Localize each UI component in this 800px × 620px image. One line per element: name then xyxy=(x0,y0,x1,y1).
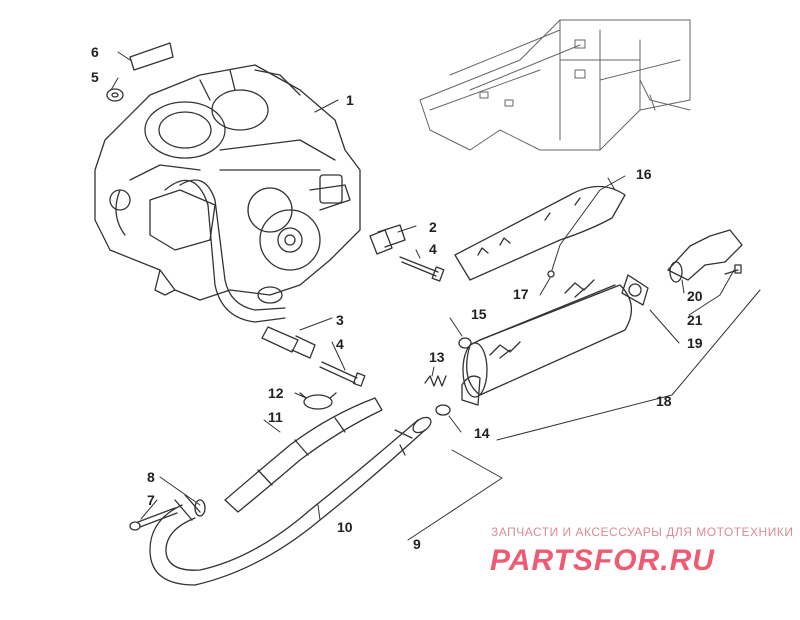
callout-1: 1 xyxy=(346,92,354,108)
part-10-pipe xyxy=(149,416,432,586)
part-7-bolt xyxy=(129,507,178,531)
callout-10: 10 xyxy=(337,519,353,535)
part-5-nut xyxy=(106,88,124,102)
callout-12: 12 xyxy=(268,385,284,401)
leader-lines xyxy=(110,51,761,541)
part-14-gasket xyxy=(435,404,451,416)
callout-19: 19 xyxy=(687,335,703,351)
part-18-muffler xyxy=(461,279,632,406)
callout-16: 16 xyxy=(636,166,652,182)
callout-8: 8 xyxy=(147,469,155,485)
part-8-gasket xyxy=(194,499,206,517)
callout-18: 18 xyxy=(656,393,672,409)
callout-14: 14 xyxy=(474,425,490,441)
callout-13: 13 xyxy=(429,349,445,365)
frame-section xyxy=(419,19,691,151)
watermark: ЗАПЧАСТИ И АКСЕССУАРЫ ДЛЯ МОТОТЕХНИКИ PA… xyxy=(490,525,793,577)
callout-20: 20 xyxy=(687,288,703,304)
part-13-spring xyxy=(424,375,447,387)
part-4-bolt-upper xyxy=(399,256,445,282)
part-17-fastener xyxy=(547,270,555,278)
watermark-brand: PARTSFOR.RU xyxy=(490,544,715,577)
part-21-bolt xyxy=(724,264,742,275)
callout-4-lower: 4 xyxy=(336,336,344,352)
callout-7: 7 xyxy=(147,492,155,508)
part-11-heatshield xyxy=(224,397,383,513)
callout-17: 17 xyxy=(513,286,529,302)
callout-9: 9 xyxy=(413,536,421,552)
engine-assembly xyxy=(94,64,361,323)
part-2-fitting xyxy=(369,224,406,255)
callout-4-upper: 4 xyxy=(429,241,437,257)
part-12-clamp xyxy=(299,392,337,410)
callout-3: 3 xyxy=(336,312,344,328)
callout-labels: 1 2 3 4 4 5 6 7 8 9 10 11 12 13 14 15 16… xyxy=(91,44,703,552)
callout-15: 15 xyxy=(471,306,487,322)
callout-21: 21 xyxy=(687,312,703,328)
callout-6: 6 xyxy=(91,44,99,60)
watermark-tagline: ЗАПЧАСТИ И АКСЕССУАРЫ ДЛЯ МОТОТЕХНИКИ xyxy=(491,525,793,539)
callout-11: 11 xyxy=(268,409,283,425)
part-4-bolt-lower xyxy=(319,361,366,387)
callout-2: 2 xyxy=(429,219,437,235)
part-16-shield xyxy=(454,185,626,281)
part-6-plate xyxy=(129,42,174,71)
part-20-tailpipe xyxy=(667,229,743,283)
part-3-fitting xyxy=(261,326,316,359)
part-15-plug xyxy=(458,337,472,349)
callout-5: 5 xyxy=(91,69,99,85)
part-19-gasket xyxy=(621,274,649,306)
